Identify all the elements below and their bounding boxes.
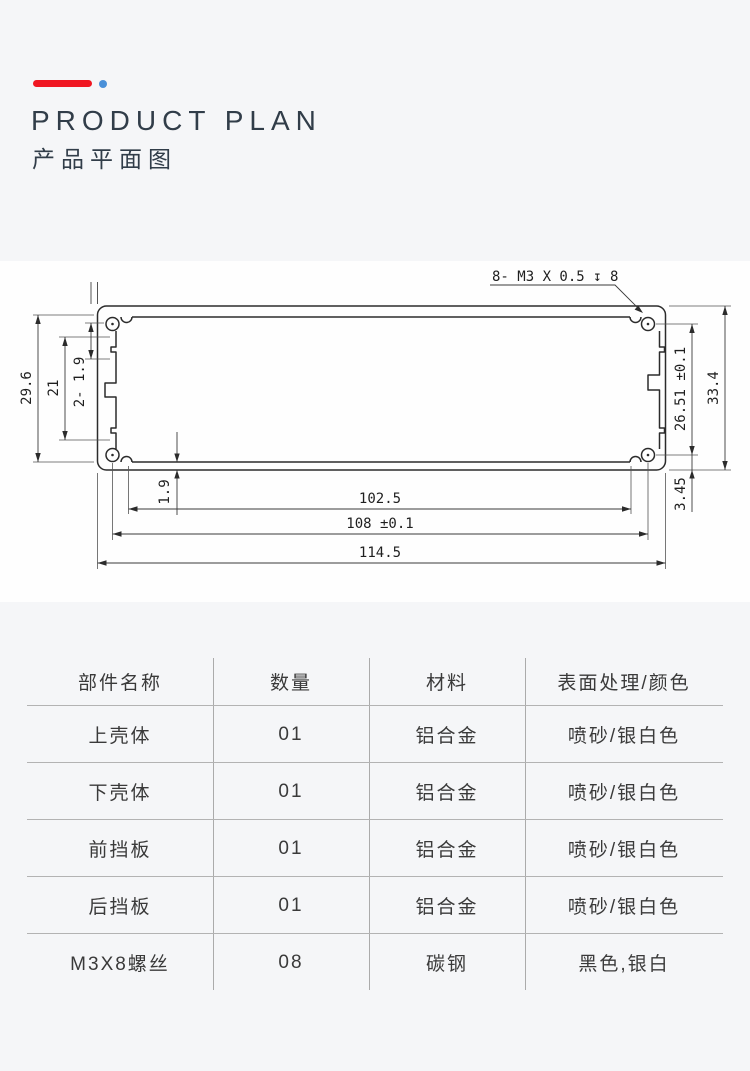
table-header-part: 部件名称 <box>77 673 162 694</box>
dim-inner-width: 102.5 <box>359 491 401 507</box>
table-column-divider <box>369 658 370 990</box>
dim-screw-span-h: 108 ±0.1 <box>346 516 413 532</box>
table-cell-qty: 08 <box>278 951 304 973</box>
drawing-panel <box>0 261 750 602</box>
table-header-qty: 数量 <box>269 673 312 694</box>
page-title: PRODUCT PLAN <box>31 105 322 136</box>
table-cell-material: 铝合金 <box>415 783 479 804</box>
dim-bottom-offset: 3.45 <box>673 477 689 511</box>
table-row: 后挡板 01 铝合金 喷砂/银白色 <box>27 876 723 934</box>
table-row: 前挡板 01 铝合金 喷砂/银白色 <box>27 819 723 877</box>
table-cell-qty: 01 <box>278 723 304 745</box>
table-row: M3X8螺丝 08 碳钢 黑色,银白 <box>27 933 723 991</box>
profile-drawing: 8- M3 X 0.5 ↧ 8 29.6 21 2- 1.9 1.9 26.51… <box>19 269 731 569</box>
table-cell-finish: 喷砂/银白色 <box>567 897 681 918</box>
table-cell-part: 后挡板 <box>88 897 152 918</box>
table-cell-finish: 喷砂/银白色 <box>567 783 681 804</box>
accent-dot <box>99 80 107 88</box>
table-header-material: 材料 <box>425 673 468 694</box>
dim-wall-thickness: 1.9 <box>157 479 173 504</box>
dim-slot-note: 2- 1.9 <box>72 357 88 408</box>
table-cell-finish: 黑色,银白 <box>578 954 670 975</box>
table-cell-material: 碳钢 <box>425 954 468 975</box>
table-cell-qty: 01 <box>278 894 304 916</box>
dimension-arrows <box>35 305 728 566</box>
table-header-row: 部件名称 数量 材料 表面处理/颜色 <box>27 658 723 705</box>
table-cell-part: 上壳体 <box>88 726 152 747</box>
dim-thread-note: 8- M3 X 0.5 ↧ 8 <box>492 269 618 285</box>
table-column-divider <box>213 658 214 990</box>
table-row: 下壳体 01 铝合金 喷砂/银白色 <box>27 762 723 820</box>
dim-overall-height: 33.4 <box>706 371 722 405</box>
extension-lines <box>33 305 731 569</box>
table-row: 上壳体 01 铝合金 喷砂/银白色 <box>27 705 723 763</box>
table-cell-material: 铝合金 <box>415 840 479 861</box>
table-cell-material: 铝合金 <box>415 897 479 918</box>
dim-inner-height: 21 <box>46 380 62 397</box>
table-cell-finish: 喷砂/银白色 <box>567 726 681 747</box>
table-header-finish: 表面处理/颜色 <box>557 673 691 694</box>
accent-bar <box>33 80 92 87</box>
table-column-divider <box>525 658 526 990</box>
table-cell-part: M3X8螺丝 <box>70 954 170 975</box>
dim-left-height: 29.6 <box>19 371 35 405</box>
table-cell-material: 铝合金 <box>415 726 479 747</box>
dim-overall-width: 114.5 <box>359 545 401 561</box>
table-cell-part: 下壳体 <box>88 783 152 804</box>
screw-boss-centers <box>111 322 650 457</box>
parts-spec-table: 部件名称 数量 材料 表面处理/颜色 上壳体 01 铝合金 喷砂/银白色 下壳体… <box>27 658 723 990</box>
table-cell-qty: 01 <box>278 780 304 802</box>
enclosure-outline <box>90 282 667 471</box>
table-cell-qty: 01 <box>278 837 304 859</box>
table-cell-finish: 喷砂/银白色 <box>567 840 681 861</box>
table-cell-part: 前挡板 <box>88 840 152 861</box>
dim-screw-span-v: 26.51 ±0.1 <box>673 347 689 431</box>
page-subtitle: 产品平面图 <box>32 146 177 172</box>
